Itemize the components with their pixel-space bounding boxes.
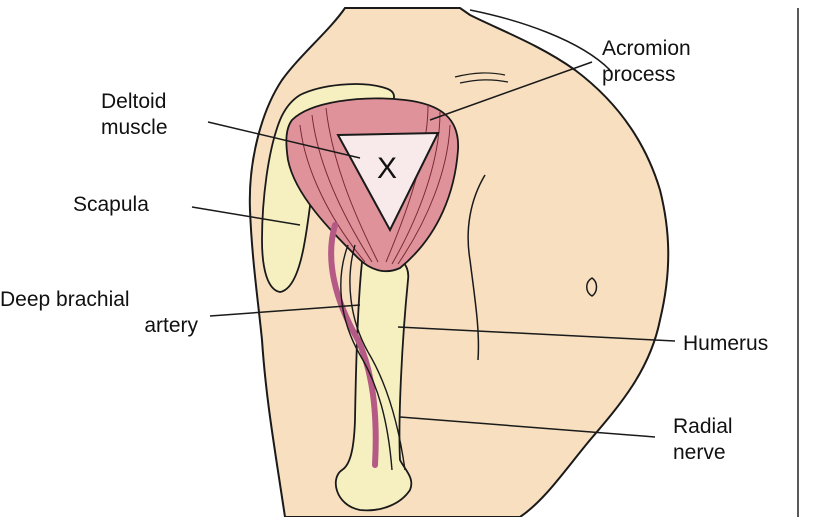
label-radial-line1: Radial [673,414,733,439]
label-radial-line2: nerve [673,440,726,465]
label-deep-brachial-line1: Deep brachial [0,287,130,312]
label-humerus: Humerus [683,331,768,356]
label-deltoid-line2: muscle [101,115,168,140]
label-deep-brachial-line2: artery [0,313,198,338]
label-scapula: Scapula [73,192,149,217]
injection-mark: X [372,152,402,186]
label-deltoid-line1: Deltoid [101,89,166,114]
label-acromion-line1: Acromion [602,36,691,61]
label-acromion-line2: process [602,62,676,87]
